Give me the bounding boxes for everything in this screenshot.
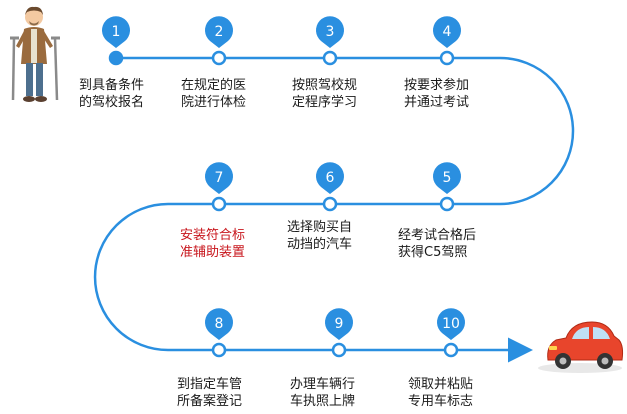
step-10-pin: [437, 308, 466, 340]
step-9-pin: [325, 308, 354, 340]
step-2-node: [211, 50, 227, 66]
step-6-label: 选择购买自 动挡的汽车: [287, 219, 352, 253]
step-10-label: 领取并粘贴 专用车标志: [408, 376, 473, 410]
step-9-node: [331, 342, 347, 358]
step-10-line-1: 领取并粘贴: [408, 377, 474, 392]
step-8-node: [211, 342, 227, 358]
step-9-marker: 9: [325, 308, 354, 358]
step-3-node: [322, 50, 338, 66]
step-7-pin: [205, 162, 234, 194]
red-car-icon: [538, 321, 624, 373]
step-2-line-2: 院进行体检: [181, 95, 247, 110]
step-6-pin: [316, 162, 344, 194]
step-5-line-2: 获得C5驾照: [398, 245, 468, 260]
step-3-marker: 3: [316, 16, 345, 66]
step-9-number: 9: [335, 316, 344, 332]
step-8-line-2: 所备案登记: [177, 394, 243, 409]
step-3-pin: [316, 16, 345, 48]
step-7-label: 安装符合标 准辅助装置: [180, 227, 245, 261]
step-5-number: 5: [443, 170, 452, 186]
step-8-pin: [205, 308, 234, 340]
step-10-number: 10: [442, 316, 460, 332]
step-6-node: [322, 196, 338, 212]
step-1-line-1: 到具备条件: [79, 78, 145, 93]
step-2-marker: 2: [205, 16, 234, 66]
step-10-line-2: 专用车标志: [408, 394, 474, 409]
step-1-line-2: 的驾校报名: [79, 95, 145, 110]
step-4-marker: 4: [433, 16, 461, 66]
step-5-marker: 5: [433, 162, 462, 212]
step-9-line-2: 车执照上牌: [290, 394, 356, 409]
step-3-line-1: 按照驾校规: [292, 78, 358, 93]
person-with-crutches-icon: [10, 6, 60, 102]
step-4-line-1: 按要求参加: [404, 78, 470, 93]
step-1-label: 到具备条件 的驾校报名: [79, 77, 144, 111]
step-3-label: 按照驾校规 定程序学习: [292, 77, 357, 111]
step-4-label: 按要求参加 并通过考试: [404, 77, 469, 111]
step-1-number: 1: [112, 24, 121, 40]
step-3-number: 3: [326, 24, 335, 40]
step-4-node: [439, 50, 455, 66]
step-6-marker: 6: [316, 162, 344, 212]
step-2-pin: [205, 16, 234, 48]
step-5-label: 经考试合格后 获得C5驾照: [398, 227, 476, 261]
step-9-label: 办理车辆行 车执照上牌: [290, 376, 355, 410]
step-5-line-1: 经考试合格后: [398, 228, 477, 243]
step-6-line-1: 选择购买自: [287, 220, 353, 235]
step-6-line-2: 动挡的汽车: [287, 237, 353, 252]
step-8-number: 8: [215, 316, 224, 332]
step-7-line-1: 安装符合标: [180, 228, 246, 243]
step-6-number: 6: [326, 170, 335, 186]
step-2-label: 在规定的医 院进行体检: [181, 77, 246, 111]
step-2-line-1: 在规定的医: [181, 78, 247, 93]
step-4-number: 4: [443, 24, 452, 40]
step-5-pin: [433, 162, 462, 194]
step-7-node: [211, 196, 227, 212]
step-1-marker: 1: [102, 16, 131, 66]
step-9-line-1: 办理车辆行: [290, 377, 356, 392]
step-7-number: 7: [215, 170, 224, 186]
step-4-pin: [433, 16, 461, 48]
step-2-number: 2: [215, 24, 224, 40]
step-8-label: 到指定车管 所备案登记: [177, 376, 242, 410]
step-7-marker: 7: [205, 162, 234, 212]
step-5-node: [439, 196, 455, 212]
step-8-line-1: 到指定车管: [177, 377, 243, 392]
step-1-pin: [102, 16, 131, 48]
step-7-line-2: 准辅助装置: [180, 245, 246, 260]
step-3-line-2: 定程序学习: [292, 95, 358, 110]
step-1-node: [108, 50, 124, 66]
step-8-marker: 8: [205, 308, 234, 358]
step-10-marker: 10: [437, 308, 466, 358]
step-10-node: [443, 342, 459, 358]
step-4-line-2: 并通过考试: [404, 95, 470, 110]
